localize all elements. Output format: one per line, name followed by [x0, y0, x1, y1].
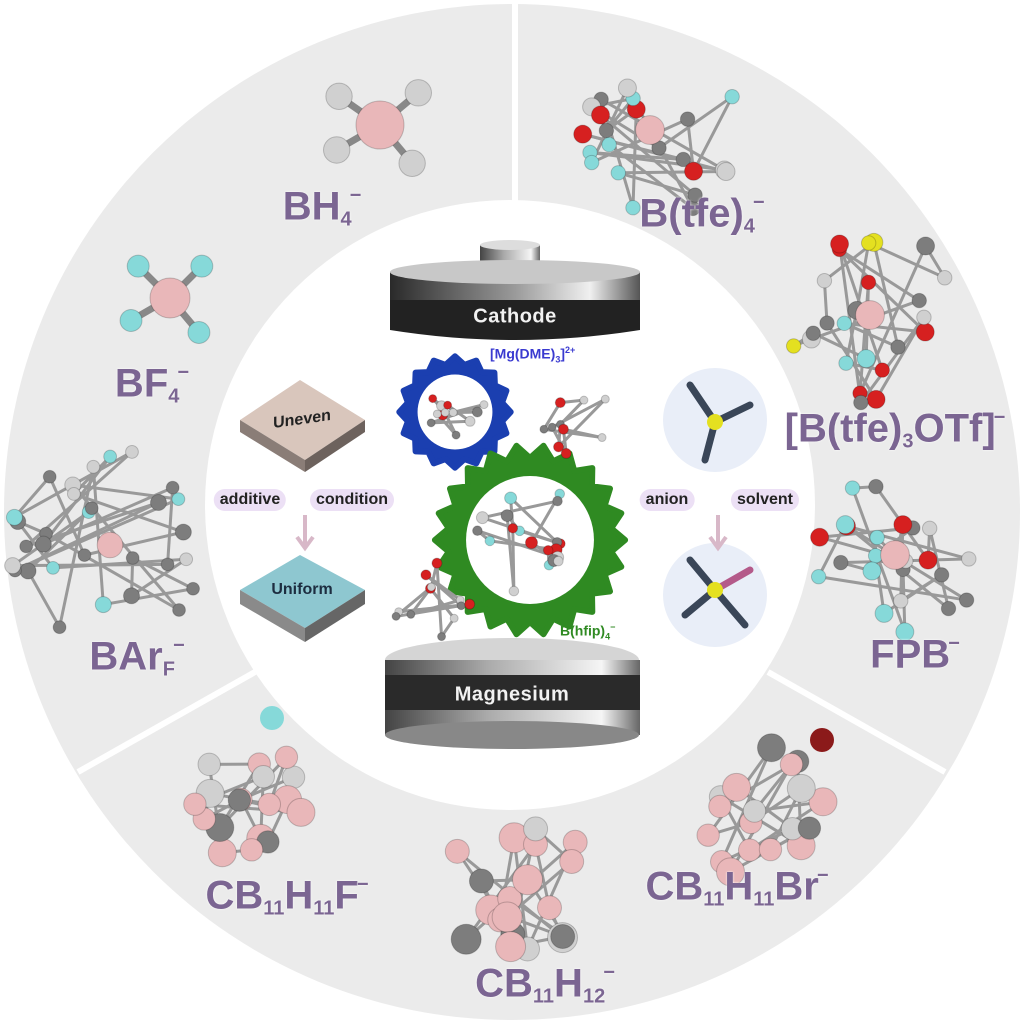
- uniform-slab: [240, 555, 365, 642]
- label-mid: H: [724, 864, 754, 909]
- label-btfe4: B(tfe)4−: [639, 192, 764, 239]
- label-sup: −: [356, 873, 369, 896]
- label-sub: 4: [743, 215, 755, 238]
- condition-label: condition: [310, 489, 394, 511]
- label-text: BF: [114, 361, 169, 406]
- label-sub: F: [162, 658, 175, 681]
- solvation-top-icon: [686, 381, 754, 464]
- molecule-cb11h11f-icon: [183, 745, 316, 868]
- molecule-btfe3otf-icon: [785, 232, 953, 411]
- molecule-barf-icon: [4, 445, 200, 635]
- arrow-down-right-icon: [708, 515, 728, 552]
- label-sup: −: [349, 184, 362, 207]
- label-text: BAr: [89, 634, 163, 679]
- mg-dme-sup: 2+: [565, 345, 576, 355]
- divider-right: [766, 669, 947, 775]
- dme-solvent-icon: [391, 557, 476, 642]
- label-sub: 3: [902, 430, 914, 453]
- label-text: FPB: [870, 632, 951, 677]
- magnesium-label: Magnesium: [454, 683, 570, 706]
- mg-dme-text: [Mg(DME): [490, 345, 556, 362]
- label-sub: 11: [532, 985, 555, 1008]
- molecule-btfe4-icon: [573, 78, 740, 217]
- label-cb11h12: CB11H12−: [475, 962, 615, 1009]
- label-tail: Br: [774, 864, 819, 909]
- molecule-cb11h11br-icon: [696, 733, 838, 887]
- molecule-cb11h12-icon: [444, 816, 588, 963]
- label-bh4: BH4−: [283, 185, 362, 232]
- label-fpb: FPB−: [870, 633, 960, 678]
- label-barf: BArF−: [89, 635, 184, 682]
- label-text: CB: [475, 961, 533, 1006]
- mg-dme-sub: 3: [555, 354, 561, 365]
- bhfip-text: B(hfip): [560, 622, 606, 639]
- label-mid: H: [284, 873, 314, 918]
- uneven-slab: [240, 380, 365, 472]
- bhfip-sup: −: [610, 622, 616, 632]
- label-cb11h11f: CB11H11F−: [205, 874, 368, 921]
- label-tail: F: [334, 873, 359, 918]
- molecule-mg-dme-icon: [426, 394, 489, 440]
- label-text: BH: [282, 184, 341, 229]
- solvent-label: solvent: [730, 489, 800, 511]
- molecule-bf4-icon: [119, 254, 214, 344]
- label-sub: 11: [263, 897, 285, 920]
- label-sup: −: [816, 864, 829, 887]
- molecule-bh4-icon: [322, 79, 433, 178]
- mg-dme-label: [Mg(DME)3]2+: [490, 345, 576, 365]
- label-sup: −: [603, 961, 615, 984]
- molecule-bhfip-icon: [472, 488, 566, 597]
- label-tail: OTf]: [913, 406, 996, 451]
- anion-label: anion: [639, 489, 695, 511]
- label-text: CB: [205, 873, 264, 918]
- cathode-label: Cathode: [473, 305, 557, 328]
- label-sub2: 11: [753, 888, 775, 911]
- divider-left: [76, 669, 257, 775]
- label-sup: −: [993, 406, 1006, 429]
- label-btfe3otf: [B(tfe)3OTf]−: [785, 407, 1006, 454]
- label-bf4: BF4−: [115, 362, 189, 409]
- label-cb11h11br: CB11H11Br−: [645, 865, 828, 912]
- label-mid: H: [554, 961, 583, 1006]
- cathode-disk: [390, 240, 640, 340]
- bhfip-label: B(hfip)4−: [560, 622, 615, 641]
- label-sup: −: [752, 191, 765, 214]
- label-sub: 4: [168, 385, 180, 408]
- label-sub: 11: [703, 888, 725, 911]
- uniform-label: Uniform: [271, 581, 333, 598]
- bhfip-sub: 4: [605, 631, 611, 642]
- additive-label: additive: [213, 489, 287, 511]
- label-sub2: 11: [313, 897, 335, 920]
- label-sup: −: [172, 634, 185, 657]
- arrow-down-left-icon: [295, 515, 315, 552]
- label-sup: −: [948, 632, 960, 655]
- label-sup: −: [177, 361, 190, 384]
- label-sub2: 12: [582, 985, 606, 1008]
- label-text: CB: [645, 864, 704, 909]
- molecule-fpb-icon: [810, 478, 977, 642]
- label-text: [B(tfe): [784, 406, 903, 451]
- magnesium-disk: [385, 638, 640, 749]
- label-sub: 4: [340, 208, 352, 231]
- label-text: B(tfe): [639, 191, 744, 236]
- solvation-bottom-icon: [681, 556, 754, 629]
- dme-solvent-icon: [539, 394, 610, 459]
